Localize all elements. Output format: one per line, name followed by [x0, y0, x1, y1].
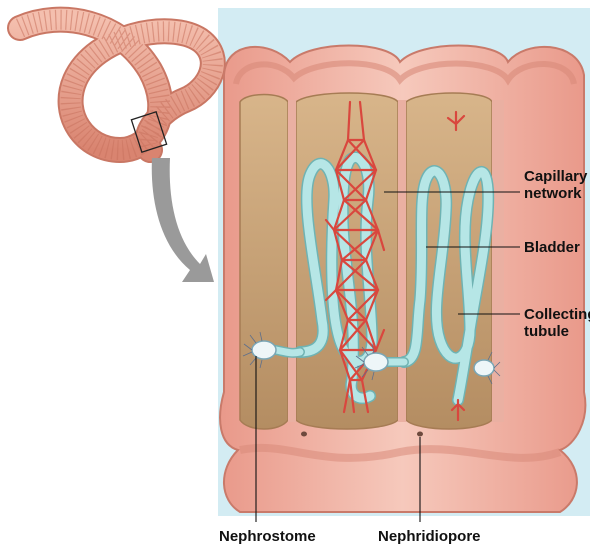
label-capillary-line1: Capillary	[524, 168, 587, 185]
label-bladder: Bladder	[524, 239, 580, 256]
nephridiopore-left	[301, 432, 307, 437]
label-nephridiopore: Nephridiopore	[378, 528, 481, 545]
nephridiopore-middle	[417, 432, 423, 437]
label-capillary-line2: network	[524, 185, 587, 202]
label-collecting-tubule: Collecting tubule	[524, 306, 590, 340]
label-collecting-line2: tubule	[524, 323, 590, 340]
zoom-arrow	[152, 158, 214, 282]
earthworm-illustration	[20, 20, 213, 153]
label-capillary-network: Capillary network	[524, 168, 587, 202]
label-collecting-line1: Collecting	[524, 306, 590, 323]
segment-left	[240, 95, 288, 430]
label-nephrostome: Nephrostome	[219, 528, 316, 545]
